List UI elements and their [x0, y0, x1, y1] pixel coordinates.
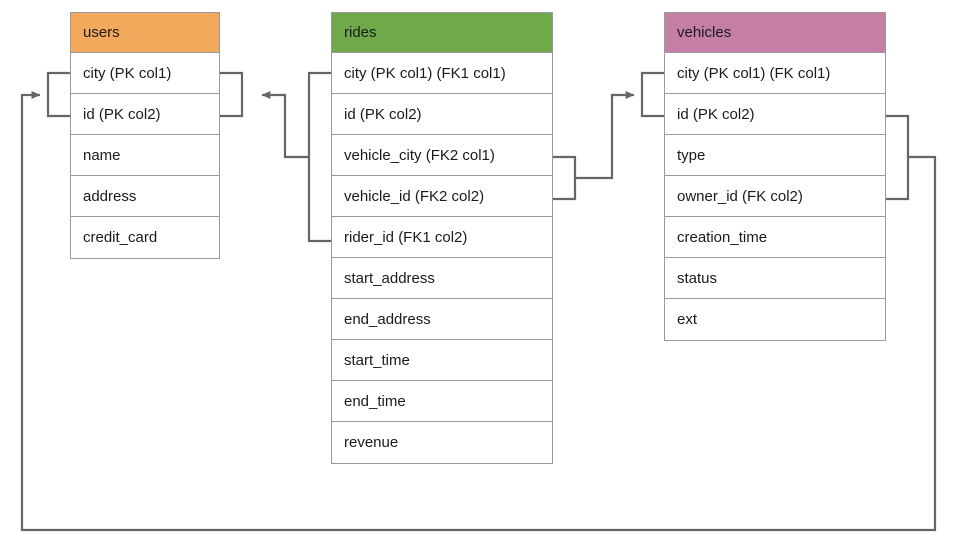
table-vehicles-row-ext[interactable]: ext	[665, 299, 885, 340]
table-vehicles-header: vehicles	[665, 13, 885, 53]
edge-vehicles-left-bracket	[640, 71, 664, 118]
table-vehicles-title: vehicles	[677, 24, 732, 41]
table-users-row-name[interactable]: name	[71, 135, 219, 176]
table-rides-row-rider-id[interactable]: rider_id (FK1 col2)	[332, 217, 552, 258]
table-users-row-credit-card[interactable]: credit_card	[71, 217, 219, 258]
table-vehicles[interactable]: vehicles city (PK col1) (FK col1) id (PK…	[664, 12, 886, 341]
table-users-row-city[interactable]: city (PK col1)	[71, 53, 219, 94]
table-vehicles-row-owner-id[interactable]: owner_id (FK col2)	[665, 176, 885, 217]
edge-users-left-bracket	[46, 71, 70, 118]
table-rides[interactable]: rides city (PK col1) (FK1 col1) id (PK c…	[331, 12, 553, 464]
table-users-title: users	[83, 24, 120, 41]
table-vehicles-row-status[interactable]: status	[665, 258, 885, 299]
table-rides-row-end-time[interactable]: end_time	[332, 381, 552, 422]
table-users[interactable]: users city (PK col1) id (PK col2) name a…	[70, 12, 220, 259]
table-rides-row-id[interactable]: id (PK col2)	[332, 94, 552, 135]
table-users-row-address[interactable]: address	[71, 176, 219, 217]
table-rides-header: rides	[332, 13, 552, 53]
table-vehicles-row-type[interactable]: type	[665, 135, 885, 176]
edge-rides-left-bracket	[307, 71, 331, 243]
edge-rides-to-users	[261, 91, 309, 159]
table-vehicles-row-id[interactable]: id (PK col2)	[665, 94, 885, 135]
table-users-row-id[interactable]: id (PK col2)	[71, 94, 219, 135]
edge-vehicles-to-users	[20, 91, 937, 532]
table-rides-row-vehicle-city[interactable]: vehicle_city (FK2 col1)	[332, 135, 552, 176]
table-rides-row-start-address[interactable]: start_address	[332, 258, 552, 299]
edge-rides-to-vehicles	[575, 91, 635, 180]
edge-vehicles-right-bracket	[886, 114, 910, 201]
table-rides-row-city[interactable]: city (PK col1) (FK1 col1)	[332, 53, 552, 94]
table-rides-title: rides	[344, 24, 377, 41]
table-vehicles-row-creation-time[interactable]: creation_time	[665, 217, 885, 258]
table-rides-row-vehicle-id[interactable]: vehicle_id (FK2 col2)	[332, 176, 552, 217]
table-rides-row-end-address[interactable]: end_address	[332, 299, 552, 340]
table-vehicles-row-city[interactable]: city (PK col1) (FK col1)	[665, 53, 885, 94]
table-rides-row-revenue[interactable]: revenue	[332, 422, 552, 463]
table-rides-row-start-time[interactable]: start_time	[332, 340, 552, 381]
edge-users-right-bracket	[220, 71, 244, 118]
table-users-header: users	[71, 13, 219, 53]
edge-rides-right-bracket	[553, 155, 577, 201]
